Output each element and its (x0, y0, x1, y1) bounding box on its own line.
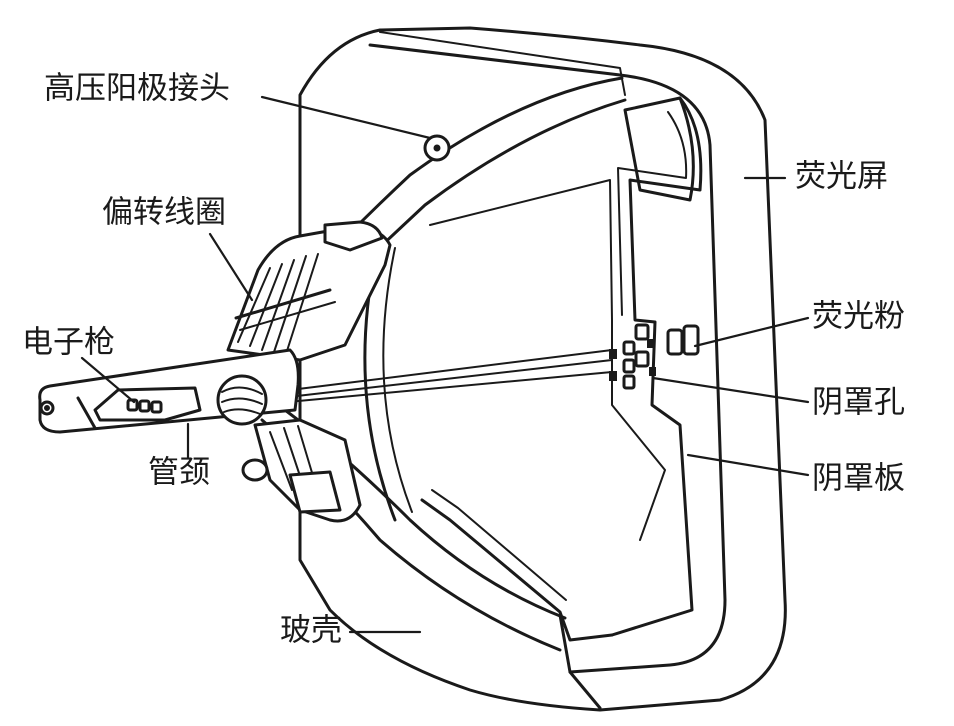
labels: 高压阳极接头 偏转线圈 电子枪 管颈 玻壳 荧光屏 荧光粉 阴罩孔 阴罩板 (22, 71, 905, 649)
mask-hole (649, 367, 656, 376)
leader-electron-gun (80, 356, 136, 404)
phosphor-dot (622, 374, 636, 390)
mask-lower-rail (420, 498, 614, 642)
yoke-upper-band (234, 288, 332, 320)
yoke-upper-winding (273, 255, 307, 353)
anode-connector-dot (433, 144, 441, 152)
gun-cathode (138, 399, 151, 413)
electron-beam (261, 359, 613, 401)
bezel-inner-rim (368, 43, 727, 674)
label-mask-hole: 阴罩孔 (812, 385, 905, 421)
phosphor-dot (682, 324, 700, 356)
bezel-outline (298, 26, 787, 712)
electron-beams (257, 349, 613, 405)
phosphor-dot (634, 323, 650, 341)
yoke-upper-winding (249, 263, 283, 347)
label-phosphor: 荧光粉 (812, 299, 905, 335)
leader-shadow-mask (686, 453, 810, 477)
electron-beam (257, 349, 613, 395)
yoke-upper-band-2 (239, 301, 336, 331)
glass-shell (260, 26, 787, 712)
yoke-clamp-bottom (288, 470, 342, 514)
yoke-upper-winding (285, 253, 319, 355)
phosphor-mask-cluster (609, 323, 700, 390)
label-anode-connector: 高压阳极接头 (44, 71, 230, 107)
neck-collar-detail (223, 408, 261, 415)
leader-mask-hole (651, 376, 810, 404)
neck-collar-detail (221, 386, 263, 395)
yoke-lower-winding (269, 431, 293, 491)
label-screen: 荧光屏 (795, 159, 888, 195)
leader-lines (80, 95, 810, 634)
mask-hole (647, 339, 654, 348)
deflection-yoke (226, 220, 392, 523)
mask-lower-rail-inner (431, 489, 567, 601)
leader-deflection-coil (208, 232, 254, 302)
yoke-clamp-top (323, 220, 384, 252)
yoke-screw (241, 458, 269, 482)
label-shadow-mask: 阴罩板 (812, 461, 905, 497)
neck-end-dot (44, 405, 50, 411)
mask-profile-inner (617, 111, 688, 316)
label-glass-shell: 玻壳 (280, 613, 342, 649)
mask-hole (609, 371, 617, 381)
funnel-cut-edge-2 (382, 247, 413, 513)
mask-front-face (429, 179, 666, 541)
mask-profile (610, 96, 703, 637)
mask-hole (609, 349, 617, 359)
electron-beam (265, 371, 613, 405)
shadow-mask-frame (420, 96, 703, 642)
phosphor-dot (622, 340, 636, 356)
label-deflection-coil: 偏转线圈 (102, 195, 226, 231)
phosphor-dot (634, 350, 650, 368)
leader-phosphor (693, 316, 810, 348)
bezel-bottom-rim (558, 613, 602, 710)
neck-taper (76, 396, 97, 430)
label-neck: 管颈 (148, 455, 210, 491)
leader-anode-connector (260, 95, 432, 140)
gun-cathode (150, 400, 163, 414)
label-electron-gun: 电子枪 (22, 325, 115, 361)
neck-collar-detail (221, 397, 263, 405)
neck-electron-gun (38, 348, 300, 434)
mask-outer-edge (623, 96, 695, 202)
phosphor-dot (666, 328, 684, 356)
phosphor-dot (622, 358, 636, 374)
bezel-top-edge (379, 31, 626, 96)
